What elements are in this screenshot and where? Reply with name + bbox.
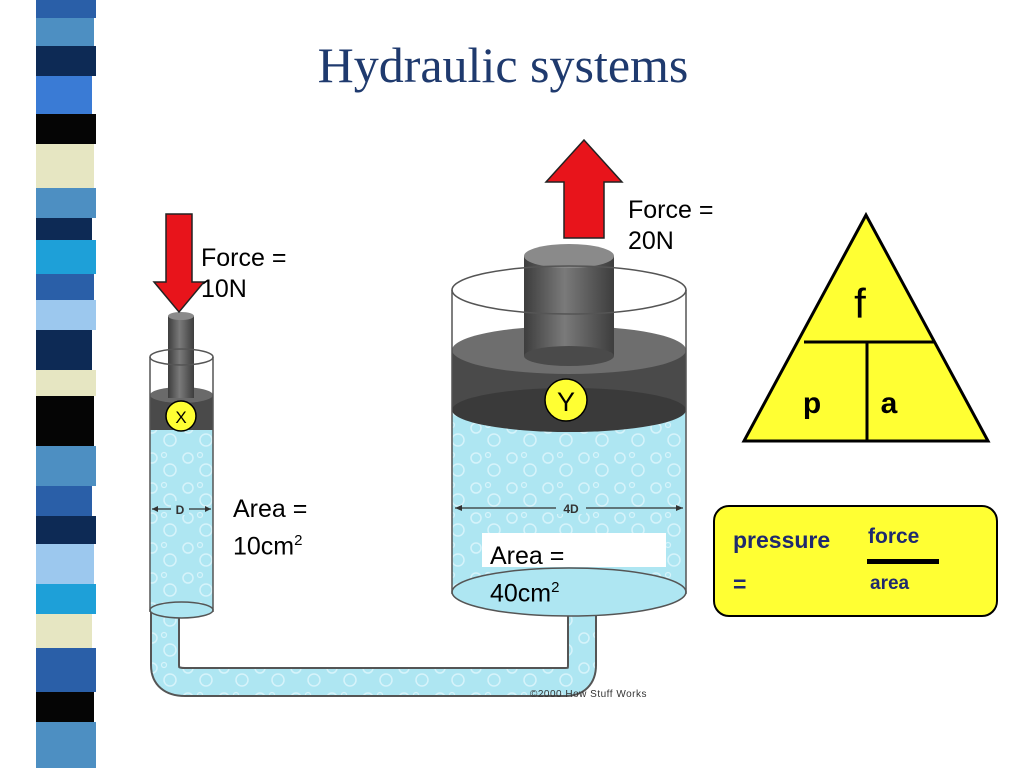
large-area-label: Area = 40cm2: [490, 542, 565, 608]
marker-x: X: [175, 408, 186, 427]
formula-numerator: force: [868, 525, 920, 548]
pressure-formula-box: pressure = force area: [713, 505, 998, 617]
small-dimension-label: D: [176, 503, 185, 517]
large-dimension-label: 4D: [563, 502, 579, 516]
marker-y: Y: [557, 387, 575, 417]
small-area-label: Area = 10cm2: [233, 495, 308, 561]
large-area-label-background: [482, 533, 666, 567]
formula-equals: =: [733, 571, 747, 597]
page-title: Hydraulic systems: [317, 37, 689, 93]
marker-x-circle: [165, 400, 197, 432]
formula-fraction-bar: [867, 559, 939, 564]
formula-pressure-word: pressure: [733, 527, 831, 553]
connecting-pipe: [150, 600, 597, 697]
small-cylinder: [149, 312, 214, 619]
decorative-stripe-bar: [0, 0, 118, 768]
formula-denominator: area: [870, 573, 910, 594]
copyright-credit: ©2000 How Stuff Works: [530, 689, 647, 700]
triangle-area-letter: a: [881, 387, 898, 420]
down-force-arrow: [152, 213, 206, 314]
triangle-pressure-letter: p: [803, 387, 821, 420]
formula-triangle: [741, 211, 991, 443]
small-force-label: Force = 10N: [201, 244, 287, 303]
triangle-force-letter: f: [854, 280, 866, 327]
marker-y-circle: [544, 378, 588, 422]
up-force-arrow: [544, 138, 624, 239]
large-force-label: Force = 20N: [628, 196, 714, 255]
